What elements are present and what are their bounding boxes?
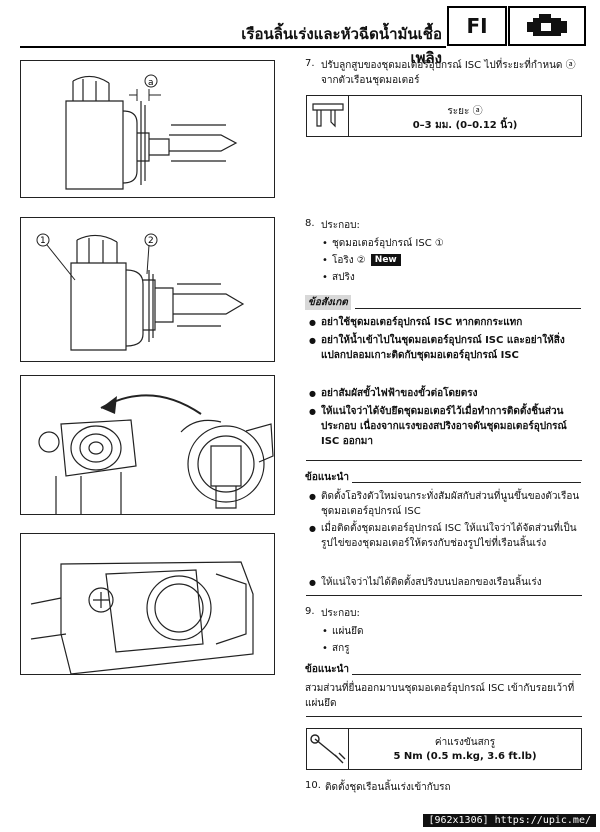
step-10-number: 10. [305,780,321,791]
tip-2-end-rule [306,716,582,717]
spec-distance-label: ระยะ ⓐ [447,106,483,117]
step-7-number: 7. [305,58,315,69]
tip-1-rule [352,482,581,483]
figure-4-mounting-plate [20,533,275,675]
engine-icon-box [508,6,586,46]
figure-1-callout-a: a [148,78,154,88]
tip-1-label: ข้อแนะนำ [305,472,349,483]
torque-wrench-icon [310,734,346,764]
tip-2-text: สวมส่วนที่ยื่นออกมาบนชุดมอเตอร์อุปกรณ์ I… [305,683,575,709]
step-8-number: 8. [305,218,315,229]
spec-distance-box: ระยะ ⓐ 0–3 มม. (0–0.12 นิ้ว) [306,95,582,137]
figure-2-isc-motor-parts: 1 2 [20,217,275,362]
tip-1-item-3: ให้แน่ใจว่าไม่ได้ติดตั้งสปริงบนปลอกของเร… [309,575,583,590]
caution-rule [355,308,581,309]
figure-3-install-direction [20,375,275,515]
step-10-text: ติดตั้งชุดเรือนลิ้นเร่งเข้ากับรถ [325,782,451,793]
caliper-icon-cell [307,96,349,136]
step-7-text: ปรับลูกสูบของชุดมอเตอร์อุปกรณ์ ISC ไปที่… [321,60,576,86]
step-8-item-2-text: โอริง ② [332,255,366,266]
new-badge: New [370,254,401,266]
step-8-item-1: ชุดมอเตอร์อุปกรณ์ ISC ① [322,236,444,251]
step-9-item-1: แผ่นยึด [322,624,363,639]
tip-1-item-1: ติดตั้งโอริงตัวใหม่จนกระทั่งสัมผัสกับส่ว… [309,489,583,519]
header-rule [20,46,446,48]
torque-spec-box: ค่าแรงขันสกรู 5 Nm (0.5 m.kg, 3.6 ft.lb) [306,728,582,770]
tip-1-end-rule [306,595,582,596]
figure-2-drawing: 1 2 [36,233,245,351]
step-9-item-2: สกรู [322,641,349,656]
step-8-title: ประกอบ: [321,220,360,231]
caution-item-2: อย่าให้น้ำเข้าไปในชุดมอเตอร์อุปกรณ์ ISC … [309,333,583,363]
section-code: FI [466,14,488,38]
figure-4-drawing [30,561,254,675]
caution-end-rule [306,460,582,461]
figure-1-drawing: a [65,74,238,190]
page-title: เรือนลิ้นเร่งและหัวฉีดน้ำมันเชื้อเพลิง [241,25,442,67]
step-9-number: 9. [305,606,315,617]
caution-item-3: อย่าสัมผัสขั้วไฟฟ้าของขั้วต่อโดยตรง [309,386,583,401]
figure-2-callout-2: 2 [148,236,154,246]
figure-1-isc-motor-side: a [20,60,275,198]
spec-distance-value: 0–3 มม. (0–0.12 นิ้ว) [412,120,518,131]
tip-1-item-2: เมื่อติดตั้งชุดมอเตอร์อุปกรณ์ ISC ให้แน่… [309,521,583,551]
caution-label: ข้อสังเกต [305,295,351,310]
caution-item-4: ให้แน่ใจว่าได้จับยึดชุดมอเตอร์ไว้เมื่อทำ… [309,404,583,449]
torque-value: 5 Nm (0.5 m.kg, 3.6 ft.lb) [393,751,537,762]
caliper-icon [312,103,344,128]
caution-item-1: อย่าใช้ชุดมอเตอร์อุปกรณ์ ISC หากตกกระแทก [309,315,583,330]
section-code-box: FI [447,6,507,46]
tip-2-label: ข้อแนะนำ [305,664,349,675]
step-8-item-3: สปริง [322,270,355,285]
figure-3-drawing [38,394,274,514]
torque-label: ค่าแรงขันสกรู [434,737,496,748]
image-host-tag: [962x1306] https://upic.me/ [423,814,596,827]
tip-2-rule [352,674,581,675]
step-8-item-2: โอริง ② New [322,253,401,268]
step-9-title: ประกอบ: [321,608,360,619]
figure-2-callout-1: 1 [40,236,46,246]
engine-icon [527,14,567,36]
torque-icon-cell [307,729,349,769]
